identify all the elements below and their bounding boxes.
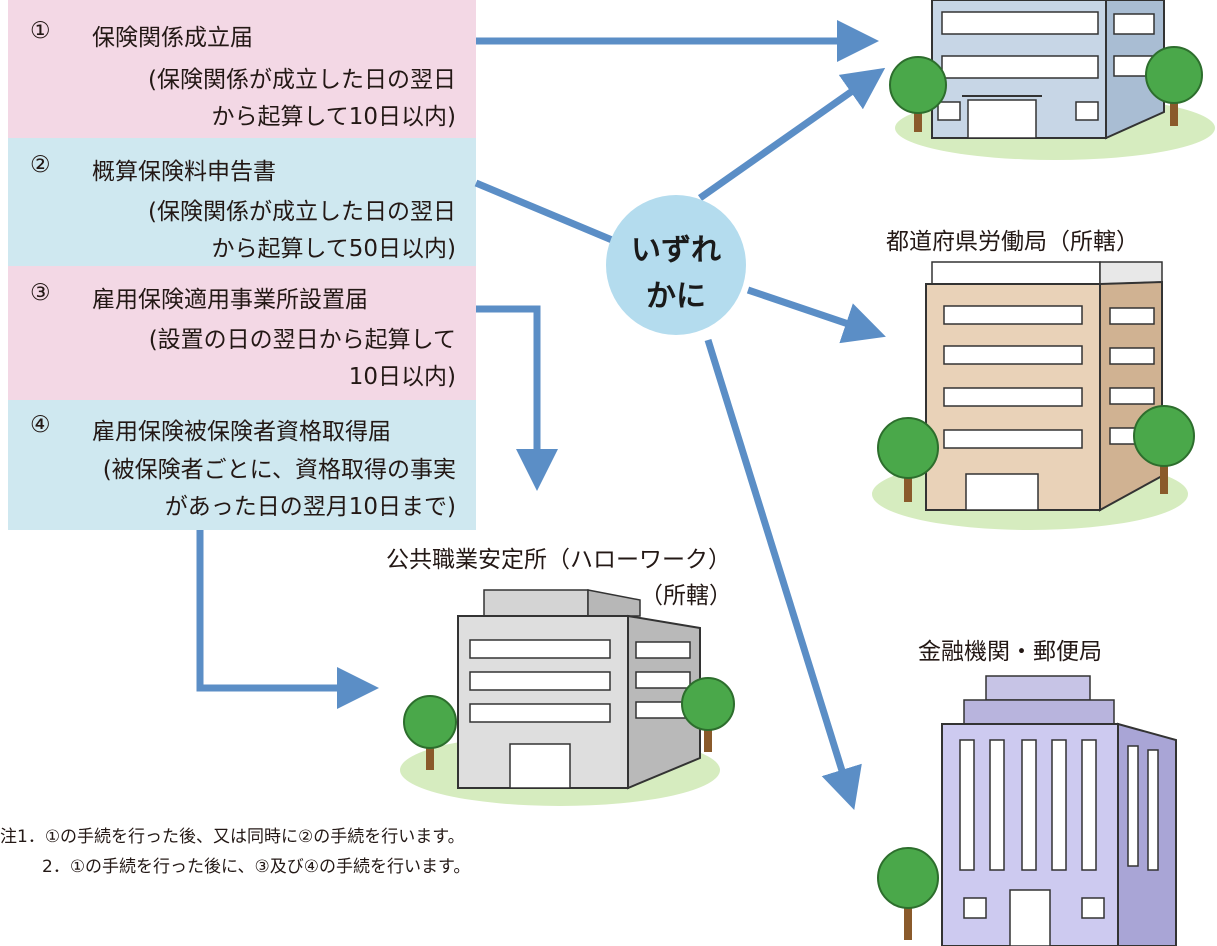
item-number: ① [30, 18, 51, 44]
item-note: (保険関係が成立した日の翌日 から起算して50日以内) [148, 199, 456, 262]
arrow-bubble-to-bureau [746, 286, 886, 344]
item-note: (被保険者ごとに、資格取得の事実 があった日の翌月10日まで) [102, 457, 456, 520]
bubble-line-2: かに [646, 279, 706, 314]
tree-icon [877, 847, 939, 940]
tree-icon [403, 695, 457, 770]
tree-icon [1133, 405, 1195, 494]
arrow-bubble-to-bank [704, 338, 862, 811]
item-note: (保険関係が成立した日の翌日 から起算して10日以内) [148, 67, 456, 130]
item-number: ③ [30, 280, 51, 306]
item-note: (設置の日の翌日から起算して 10日以内) [148, 327, 456, 390]
hello-work-label-jurisdiction: （所轄） [640, 583, 732, 609]
tree-icon [681, 677, 735, 752]
bank-label: 金融機関・郵便局 [918, 639, 1102, 665]
arrow-3-to-hellowork [476, 305, 558, 491]
hello-work-building-icon [457, 589, 701, 790]
building-top-icon [931, 0, 1165, 140]
item-title: 概算保険料申告書 [92, 159, 276, 185]
labor-bureau-label: 都道府県労働局（所轄） [886, 229, 1139, 255]
arrow-4-to-hellowork [196, 530, 379, 709]
bank-building-icon [941, 675, 1177, 946]
bubble-line-1: いずれ [631, 233, 721, 268]
item-box-4: ④ 雇用保険被保険者資格取得届 (被保険者ごとに、資格取得の事実 があった日の翌… [8, 400, 476, 530]
footnote-2: 2．①の手続を行った後に、③及び④の手続を行います。 [42, 857, 471, 877]
arrow-bubble-to-top [697, 67, 886, 201]
labor-bureau-building-icon [925, 261, 1163, 512]
footnote-1: 注1．①の手続を行った後、又は同時に②の手続を行います。 [0, 827, 465, 847]
item-box-2: ② 概算保険料申告書 (保険関係が成立した日の翌日 から起算して50日以内) [8, 138, 476, 266]
hello-work-label: 公共職業安定所（ハローワーク） [386, 547, 731, 573]
item-box-1: ① 保険関係成立届 (保険関係が成立した日の翌日 から起算して10日以内) [8, 0, 476, 138]
item-number: ② [30, 152, 51, 178]
item-title: 雇用保険適用事業所設置届 [92, 287, 368, 313]
item-number: ④ [30, 412, 51, 438]
either-bubble: いずれ かに [606, 195, 746, 335]
arrow-2-to-bubble [474, 179, 614, 244]
tree-icon [1145, 46, 1203, 126]
item-title: 雇用保険被保険者資格取得届 [92, 419, 391, 445]
tree-icon [877, 417, 939, 502]
item-title: 保険関係成立届 [92, 25, 253, 51]
item-box-3: ③ 雇用保険適用事業所設置届 (設置の日の翌日から起算して 10日以内) [8, 266, 476, 400]
tree-icon [889, 56, 947, 132]
